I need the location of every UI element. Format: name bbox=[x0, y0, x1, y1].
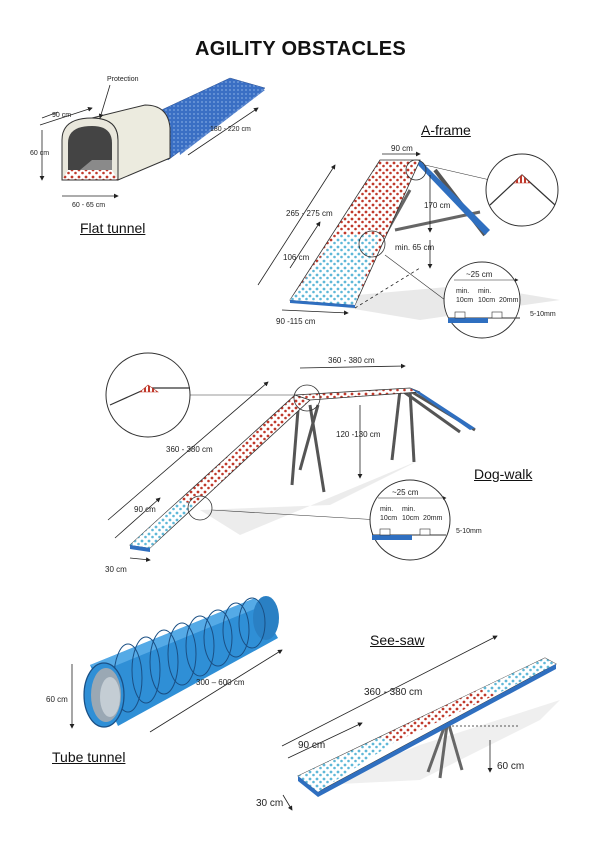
see-saw-dimensions bbox=[281, 635, 520, 811]
tube-tunnel-diameter: 60 cm bbox=[46, 695, 68, 704]
flat-tunnel-height: 60 cm bbox=[30, 150, 49, 157]
tube-tunnel-dimensions bbox=[69, 649, 283, 733]
a-frame-dimensions bbox=[257, 151, 433, 316]
dog-walk-slat-width: 20mm bbox=[423, 515, 443, 522]
a-frame-drawing bbox=[289, 153, 560, 339]
tube-tunnel-drawing bbox=[83, 596, 279, 728]
flat-tunnel-length: 180 - 220 cm bbox=[210, 126, 251, 133]
dog-walk-slat-spacing: ~25 cm bbox=[392, 488, 419, 497]
page-title: AGILITY OBSTACLES bbox=[194, 38, 407, 60]
see-saw-drawing bbox=[297, 657, 560, 797]
see-saw-contact: 90 cm bbox=[298, 740, 325, 751]
a-frame-length: 265 - 275 cm bbox=[286, 209, 333, 218]
flat-tunnel-drawing bbox=[61, 77, 266, 181]
a-frame-slat-height: 5-10mm bbox=[530, 311, 556, 318]
dog-walk-min-a: min. bbox=[380, 506, 393, 513]
see-saw-height: 60 cm bbox=[497, 761, 524, 772]
dog-walk-width: 30 cm bbox=[105, 565, 127, 574]
see-saw-length: 360 - 380 cm bbox=[364, 687, 422, 698]
tube-tunnel-label: Tube tunnel bbox=[52, 749, 126, 765]
a-frame-base-width: 90 -115 cm bbox=[276, 317, 316, 326]
flat-tunnel-label: Flat tunnel bbox=[80, 220, 146, 236]
dog-walk-dimensions bbox=[107, 363, 406, 562]
a-frame-slat-width: 20mm bbox=[499, 297, 519, 304]
dog-walk-slat-height: 5-10mm bbox=[456, 528, 482, 535]
a-frame-min-b-val: 10cm bbox=[478, 297, 495, 304]
flat-tunnel-protection: Protection bbox=[107, 76, 139, 83]
dog-walk-plank-length: 360 - 380 cm bbox=[328, 356, 375, 365]
flat-tunnel-dimensions bbox=[39, 84, 259, 199]
tube-tunnel-length: 300 – 600 cm bbox=[196, 678, 245, 687]
dog-walk-ramp-length: 360 - 380 cm bbox=[166, 445, 213, 454]
dog-walk-min-a-val: 10cm bbox=[380, 515, 397, 522]
dog-walk-label: Dog-walk bbox=[474, 466, 533, 482]
dog-walk-contact: 90 cm bbox=[134, 505, 156, 514]
dog-walk-min-b: min. bbox=[402, 506, 415, 513]
a-frame-slat-spacing: ~25 cm bbox=[466, 270, 493, 279]
a-frame-height: 170 cm bbox=[424, 201, 451, 210]
a-frame-contact: 106 cm bbox=[283, 253, 310, 262]
dog-walk-min-b-val: 10cm bbox=[402, 515, 419, 522]
a-frame-top-width: 90 cm bbox=[391, 144, 413, 153]
flat-tunnel-base: 60 - 65 cm bbox=[72, 202, 105, 209]
a-frame-label: A-frame bbox=[421, 122, 471, 138]
a-frame-min-a-val: 10cm bbox=[456, 297, 473, 304]
see-saw-label: See-saw bbox=[370, 632, 425, 648]
dog-walk-drawing bbox=[105, 352, 476, 561]
a-frame-min-contact: min. 65 cm bbox=[395, 243, 434, 252]
see-saw-width: 30 cm bbox=[256, 798, 283, 809]
dog-walk-height: 120 -130 cm bbox=[336, 430, 381, 439]
a-frame-min-b: min. bbox=[478, 288, 491, 295]
flat-tunnel-width: 90 cm bbox=[52, 112, 71, 119]
a-frame-min-a: min. bbox=[456, 288, 469, 295]
